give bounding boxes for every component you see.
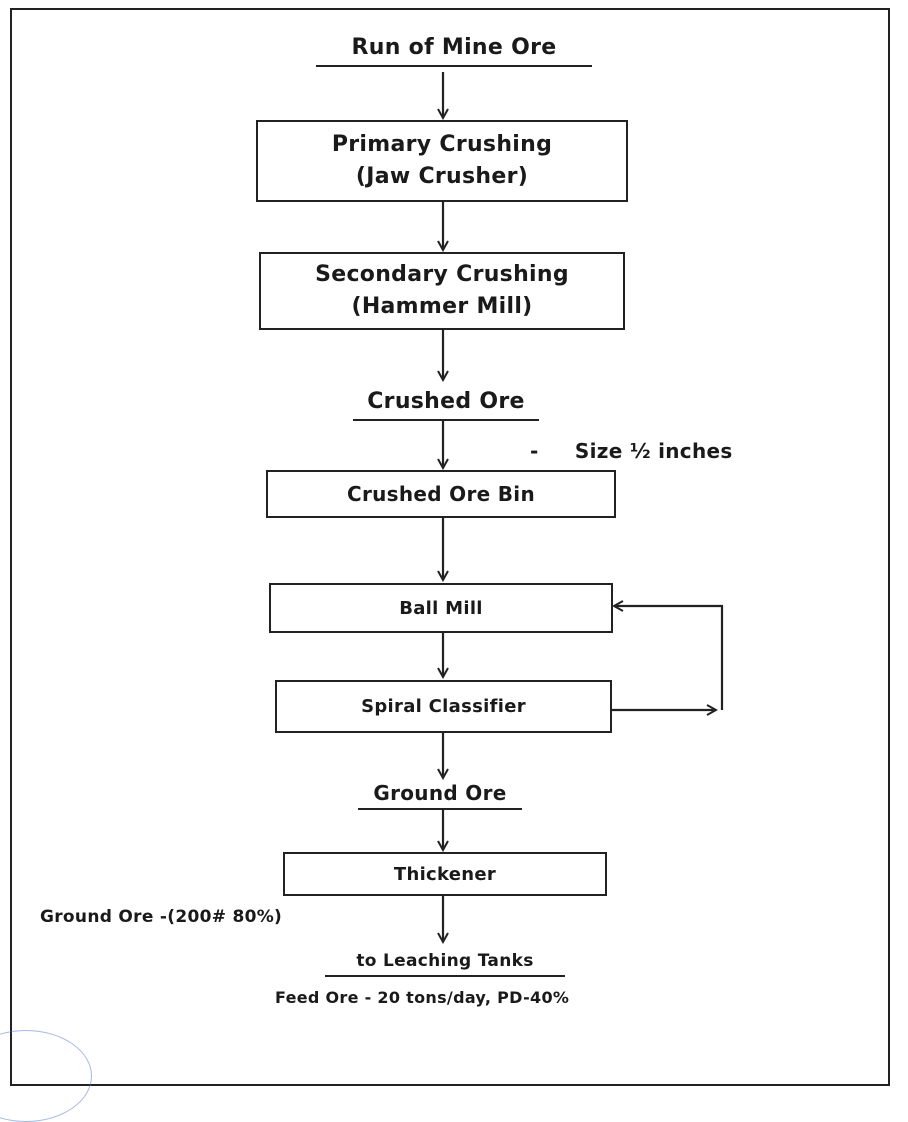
arrow-recycle-return bbox=[614, 606, 724, 710]
thickener-box: Thickener bbox=[283, 852, 607, 896]
run-of-mine-ore-label: Run of Mine Ore bbox=[316, 34, 592, 67]
primary-crushing-title: Primary Crushing bbox=[331, 132, 553, 157]
ball-mill-box: Ball Mill bbox=[269, 583, 613, 633]
diagram-frame bbox=[10, 8, 890, 1086]
crushed-ore-label: Crushed Ore bbox=[353, 388, 539, 421]
secondary-crushing-title: Secondary Crushing bbox=[315, 262, 569, 287]
feed-ore-note: Feed Ore - 20 tons/day, PD-40% bbox=[275, 988, 570, 1007]
primary-crushing-box: Primary Crushing (Jaw Crusher) bbox=[256, 120, 628, 202]
secondary-crushing-box: Secondary Crushing (Hammer Mill) bbox=[259, 252, 625, 330]
spiral-classifier-label: Spiral Classifier bbox=[361, 696, 526, 717]
ball-mill-label: Ball Mill bbox=[399, 597, 483, 619]
crushed-ore-bin-label: Crushed Ore Bin bbox=[347, 482, 535, 506]
to-leaching-tanks-label: to Leaching Tanks bbox=[325, 950, 565, 977]
thickener-label: Thickener bbox=[393, 863, 497, 885]
ground-ore-label: Ground Ore bbox=[358, 781, 522, 810]
flow-arrows bbox=[0, 72, 724, 1093]
spiral-classifier-box: Spiral Classifier bbox=[275, 680, 612, 733]
ground-ore-note: Ground Ore -(200# 80%) bbox=[40, 907, 283, 927]
size-note: - Size ½ inches bbox=[530, 439, 733, 463]
hammer-mill-label: (Hammer Mill) bbox=[351, 294, 533, 319]
crushed-ore-bin-box: Crushed Ore Bin bbox=[266, 470, 616, 518]
jaw-crusher-label: (Jaw Crusher) bbox=[355, 164, 529, 189]
